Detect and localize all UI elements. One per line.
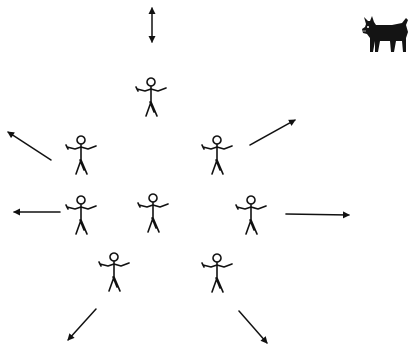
figures-layer — [66, 78, 266, 292]
arrows-layer — [8, 8, 349, 343]
dog-icon — [362, 16, 408, 52]
arrow-middle-right-icon — [286, 214, 349, 215]
stick-figure-middle-left-icon — [66, 196, 96, 234]
arrow-upper-right-icon — [250, 120, 295, 145]
stick-figure-top-center-icon — [136, 78, 166, 116]
arrow-lower-left-icon — [68, 309, 96, 340]
stick-figure-upper-left-icon — [66, 136, 96, 174]
stick-figure-middle-center-icon — [138, 194, 168, 232]
stick-figure-lower-left-icon — [99, 253, 129, 291]
stick-figure-lower-right-icon — [202, 254, 232, 292]
arrow-upper-left-icon — [8, 132, 51, 160]
arrow-lower-right-icon — [239, 311, 267, 343]
stick-figure-upper-right-icon — [202, 136, 232, 174]
stick-figure-middle-right-icon — [236, 196, 266, 234]
